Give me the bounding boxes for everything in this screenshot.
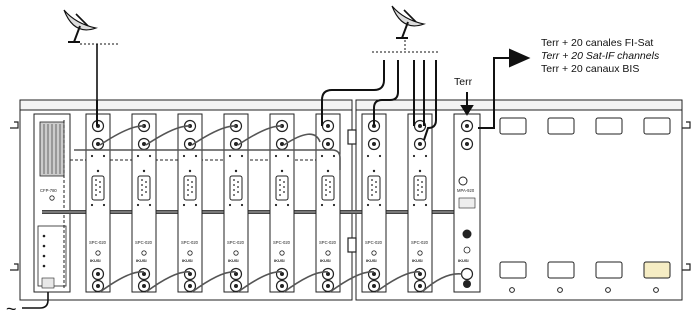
right-module-label-1: SPC-020 [411, 240, 429, 245]
coax-cables [96, 60, 437, 141]
power-module-label: CFP-780 [40, 188, 57, 193]
terr-input-label: Terr [454, 76, 473, 88]
terrestrial-input-arrow [460, 92, 474, 116]
legend-line-es: Terr + 20 canales FI-Sat [541, 37, 654, 49]
legend-line-fr: Terr + 20 canaux BIS [541, 63, 640, 75]
left-module-brand-5: IKUSI [320, 258, 331, 263]
rack-cutouts [499, 117, 671, 293]
output-arrow-icon [478, 48, 531, 129]
right-module-label-0: SPC-020 [365, 240, 383, 245]
mains-cable [22, 292, 49, 309]
left-module-brand-2: IKUSI [182, 258, 193, 263]
left-module-brand-3: IKUSI [228, 258, 239, 263]
left-module-brand-1: IKUSI [136, 258, 147, 263]
lnb-connections [80, 40, 440, 100]
left-module-label-2: SPC-020 [181, 240, 199, 245]
left-module-label-1: SPC-020 [135, 240, 153, 245]
left-module-brand-4: IKUSI [274, 258, 285, 263]
right-module-brand-1: IKUSI [412, 258, 423, 263]
left-module-label-5: SPC-020 [319, 240, 337, 245]
left-module-group: SPC-020IKUSISPC-020IKUSISPC-020IKUSISPC-… [85, 113, 341, 293]
rack-clips [10, 121, 691, 271]
satellite-dish-icon [391, 5, 425, 39]
amplifier-label: MPA-920 [457, 188, 475, 193]
amplifier-module: MPA-920 IKUSI [453, 113, 481, 293]
loop-cables [74, 125, 463, 293]
left-module-label-3: SPC-020 [227, 240, 245, 245]
power-supply-module: CFP-780 [33, 113, 71, 293]
left-module-label-0: SPC-020 [89, 240, 107, 245]
legend-line-en: Terr + 20 Sat-IF channels [541, 50, 660, 62]
mains-symbol: ~ [6, 299, 17, 319]
amplifier-brand: IKUSI [458, 258, 469, 263]
satellite-dish-icon [63, 9, 97, 43]
left-module-label-4: SPC-020 [273, 240, 291, 245]
left-module-brand-0: IKUSI [90, 258, 101, 263]
right-module-brand-0: IKUSI [366, 258, 377, 263]
